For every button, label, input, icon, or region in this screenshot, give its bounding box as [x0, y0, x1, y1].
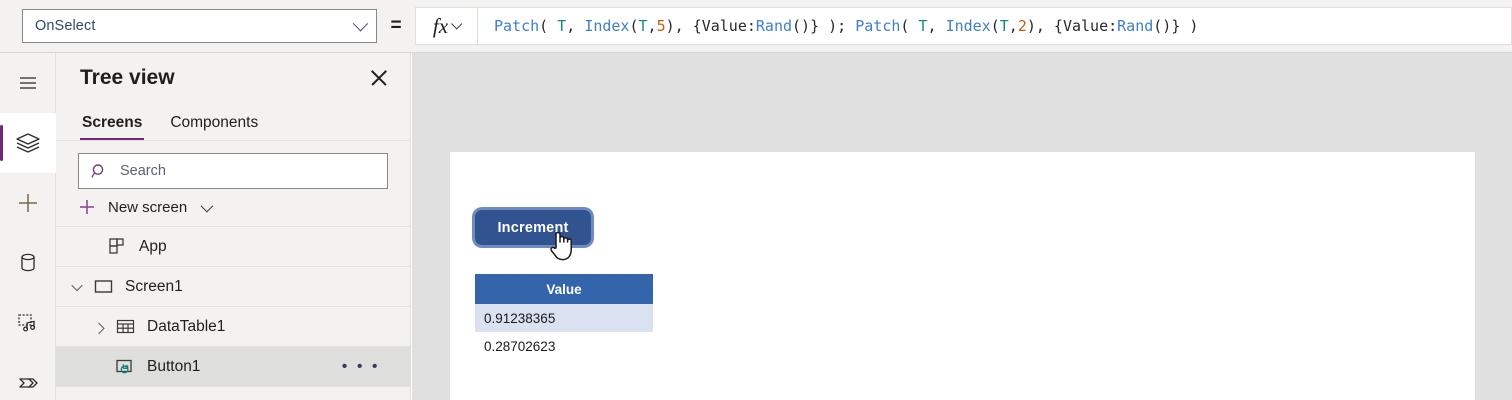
new-screen-label: New screen	[108, 198, 188, 216]
rail-item-insert[interactable]	[0, 173, 56, 233]
power-automate-icon	[19, 378, 38, 388]
equals-sign: =	[390, 15, 402, 36]
tree-item-datatable1[interactable]: DataTable1	[56, 307, 410, 347]
tree-view-header: Tree view	[56, 53, 410, 103]
media-icon	[18, 314, 36, 332]
chevron-down-icon	[352, 15, 369, 31]
expand-toggle-screen1[interactable]	[64, 279, 90, 291]
insert-plus-icon	[19, 194, 37, 212]
data-table-row[interactable]: 0.28702623	[484, 338, 556, 354]
fx-icon: fx	[432, 13, 449, 38]
new-screen-button[interactable]: New screen	[56, 189, 410, 226]
tree-item-label: Button1	[147, 357, 201, 375]
chevron-right-icon	[93, 322, 105, 334]
panel-title: Tree view	[80, 66, 175, 89]
plus-icon	[80, 200, 94, 214]
tree-item-label: Screen1	[125, 277, 183, 295]
data-table-row[interactable]: 0.91238365	[475, 304, 653, 332]
increment-button[interactable]: Increment	[475, 210, 591, 245]
left-rail	[0, 53, 56, 400]
property-select-value: OnSelect	[35, 18, 96, 34]
button-icon	[112, 356, 138, 378]
formula-text: Patch( T, Index(T,5), {Value:Rand()} ); …	[494, 16, 1199, 35]
tree-item-more-menu[interactable]: • • •	[341, 357, 380, 375]
rail-item-tree-view[interactable]	[0, 113, 56, 173]
tree-view-icon	[16, 133, 40, 153]
chevron-down-icon	[451, 18, 463, 30]
tree-item-button1[interactable]: Button1 • • •	[56, 347, 410, 387]
chevron-down-icon	[71, 279, 83, 291]
tree-item-screen1[interactable]: Screen1	[56, 267, 410, 307]
data-cylinder-icon	[21, 253, 35, 272]
tab-screens[interactable]: Screens	[80, 114, 145, 140]
tree-item-app[interactable]: App	[56, 227, 410, 267]
app-grid-icon	[104, 237, 130, 256]
datatable-icon	[112, 316, 138, 337]
tree-view-tabs: Screens Components	[56, 103, 410, 141]
search-input[interactable]	[120, 163, 370, 179]
search-area	[56, 141, 410, 189]
close-icon[interactable]	[366, 65, 392, 91]
tree-item-label: App	[139, 237, 167, 255]
search-icon	[91, 163, 104, 178]
rail-item-hamburger-menu[interactable]	[0, 53, 56, 113]
data-table[interactable]: Value 0.91238365 0.28702623	[475, 274, 653, 360]
rail-item-data[interactable]	[0, 233, 56, 293]
chevron-down-icon	[200, 199, 214, 212]
property-select[interactable]: OnSelect	[22, 9, 377, 43]
formula-input[interactable]: Patch( T, Index(T,5), {Value:Rand()} ); …	[478, 7, 1512, 45]
tree-item-label: DataTable1	[147, 317, 226, 335]
rail-item-power-automate[interactable]	[0, 353, 56, 400]
data-table-header-value: Value	[475, 274, 653, 304]
formula-toolbar: OnSelect = fx Patch( T, Index(T,5), {Val…	[0, 0, 1512, 53]
canvas-area: Increment Value 0.91238365 0.28702623	[412, 53, 1512, 400]
tab-components[interactable]: Components	[170, 114, 259, 131]
screen-icon	[90, 276, 116, 297]
rail-item-media[interactable]	[0, 293, 56, 353]
fx-button[interactable]: fx	[415, 7, 478, 45]
search-box[interactable]	[78, 153, 388, 189]
expand-toggle-datatable1[interactable]	[86, 322, 112, 334]
hamburger-menu-icon	[20, 77, 36, 89]
tree-view-panel: Tree view Screens Components	[56, 53, 411, 400]
tree-list: App Screen1	[56, 226, 410, 387]
app-canvas[interactable]: Increment Value 0.91238365 0.28702623	[450, 152, 1475, 400]
increment-button-label: Increment	[497, 219, 569, 236]
